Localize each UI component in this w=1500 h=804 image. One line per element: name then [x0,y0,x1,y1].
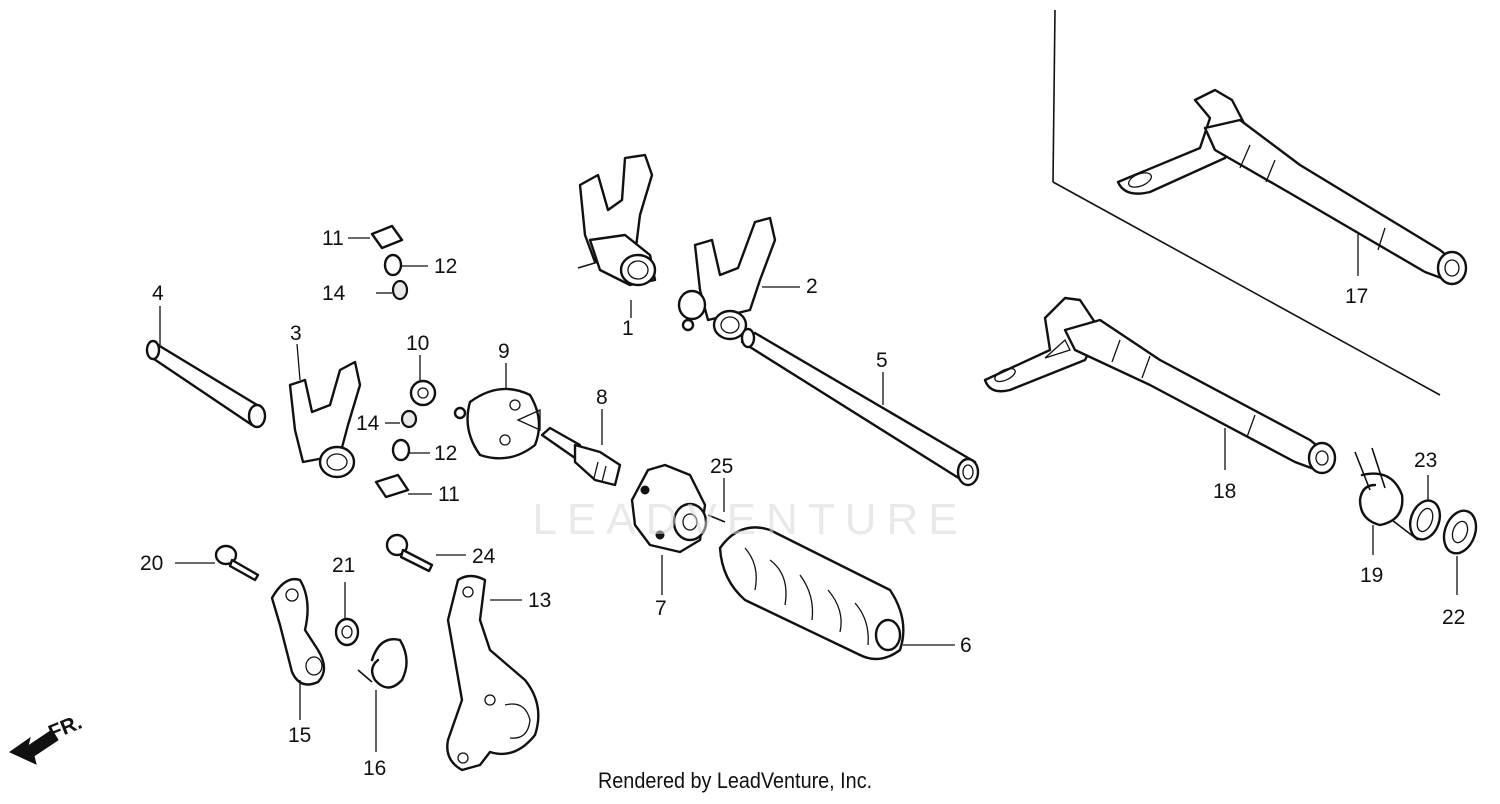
callout-22[interactable]: 22 [1442,606,1465,629]
collar-23[interactable] [1405,496,1445,543]
callout-25[interactable]: 25 [710,455,733,478]
guide-plate-13[interactable] [446,574,540,772]
callout-11-upper[interactable]: 11 [322,227,344,250]
pin-11-lower[interactable] [374,473,410,499]
drum-center-7[interactable] [630,463,708,554]
callout-10[interactable]: 10 [406,332,429,355]
callout-14-upper[interactable]: 14 [322,282,346,305]
collar-21[interactable] [334,617,360,647]
callout-6[interactable]: 6 [960,634,972,657]
callout-18[interactable]: 18 [1213,480,1236,503]
spring-14-upper[interactable] [391,279,409,301]
bolt-10[interactable] [409,379,437,407]
pin-25[interactable] [707,514,726,523]
dowel-12-lower[interactable] [391,438,411,462]
bolt-24[interactable] [385,533,434,573]
callout-21[interactable]: 21 [332,554,355,577]
front-direction-arrow-icon [9,729,59,765]
fork-shaft-4[interactable] [145,339,267,429]
fork-shaft-5[interactable] [740,327,980,487]
callout-8[interactable]: 8 [596,386,608,409]
callout-12-lower[interactable]: 12 [434,442,457,465]
drum-stopper-9[interactable] [453,387,541,460]
callout-20[interactable]: 20 [140,552,163,575]
shift-fork-3[interactable] [288,360,362,479]
callout-2[interactable]: 2 [806,275,818,298]
direction-label: FR. [45,711,85,745]
pin-bolt-8[interactable] [540,426,622,487]
washer-22[interactable] [1438,506,1481,558]
callout-16[interactable]: 16 [363,757,386,780]
callout-4[interactable]: 4 [152,282,164,305]
return-spring-19[interactable] [1354,447,1419,541]
shift-fork-2[interactable] [677,216,777,341]
dowel-12-upper[interactable] [383,253,403,277]
callout-5[interactable]: 5 [876,349,888,372]
callout-13[interactable]: 13 [528,589,551,612]
callout-12-upper[interactable]: 12 [434,255,457,278]
credit-text: Rendered by LeadVenture, Inc. [598,768,873,793]
variant-box-border [1052,9,1441,396]
callout-11-lower[interactable]: 11 [438,483,460,506]
shift-drum-6[interactable] [718,526,905,661]
stopper-spring-16[interactable] [357,638,408,689]
callout-1[interactable]: 1 [622,317,634,340]
shift-fork-1[interactable] [577,153,657,287]
leader-lines [159,233,1458,752]
callout-15[interactable]: 15 [288,724,311,747]
pin-11-upper[interactable] [370,224,404,250]
callout-7[interactable]: 7 [655,597,667,620]
spring-14-lower[interactable] [400,409,418,429]
callout-23[interactable]: 23 [1414,449,1437,472]
callout-9[interactable]: 9 [498,340,510,363]
stopper-arm-15[interactable] [270,577,326,686]
gearshift-spindle-18[interactable] [983,296,1337,475]
callout-17[interactable]: 17 [1345,285,1368,308]
callout-labels: 1 2 3 4 5 6 7 8 9 10 11 11 12 12 13 14 1… [140,227,1465,780]
gearshift-spindle-17[interactable] [1116,88,1468,286]
callout-19[interactable]: 19 [1360,564,1383,587]
callout-24[interactable]: 24 [472,545,496,568]
callout-14-lower[interactable]: 14 [356,412,380,435]
bolt-20[interactable] [214,544,260,582]
callout-3[interactable]: 3 [290,322,302,345]
